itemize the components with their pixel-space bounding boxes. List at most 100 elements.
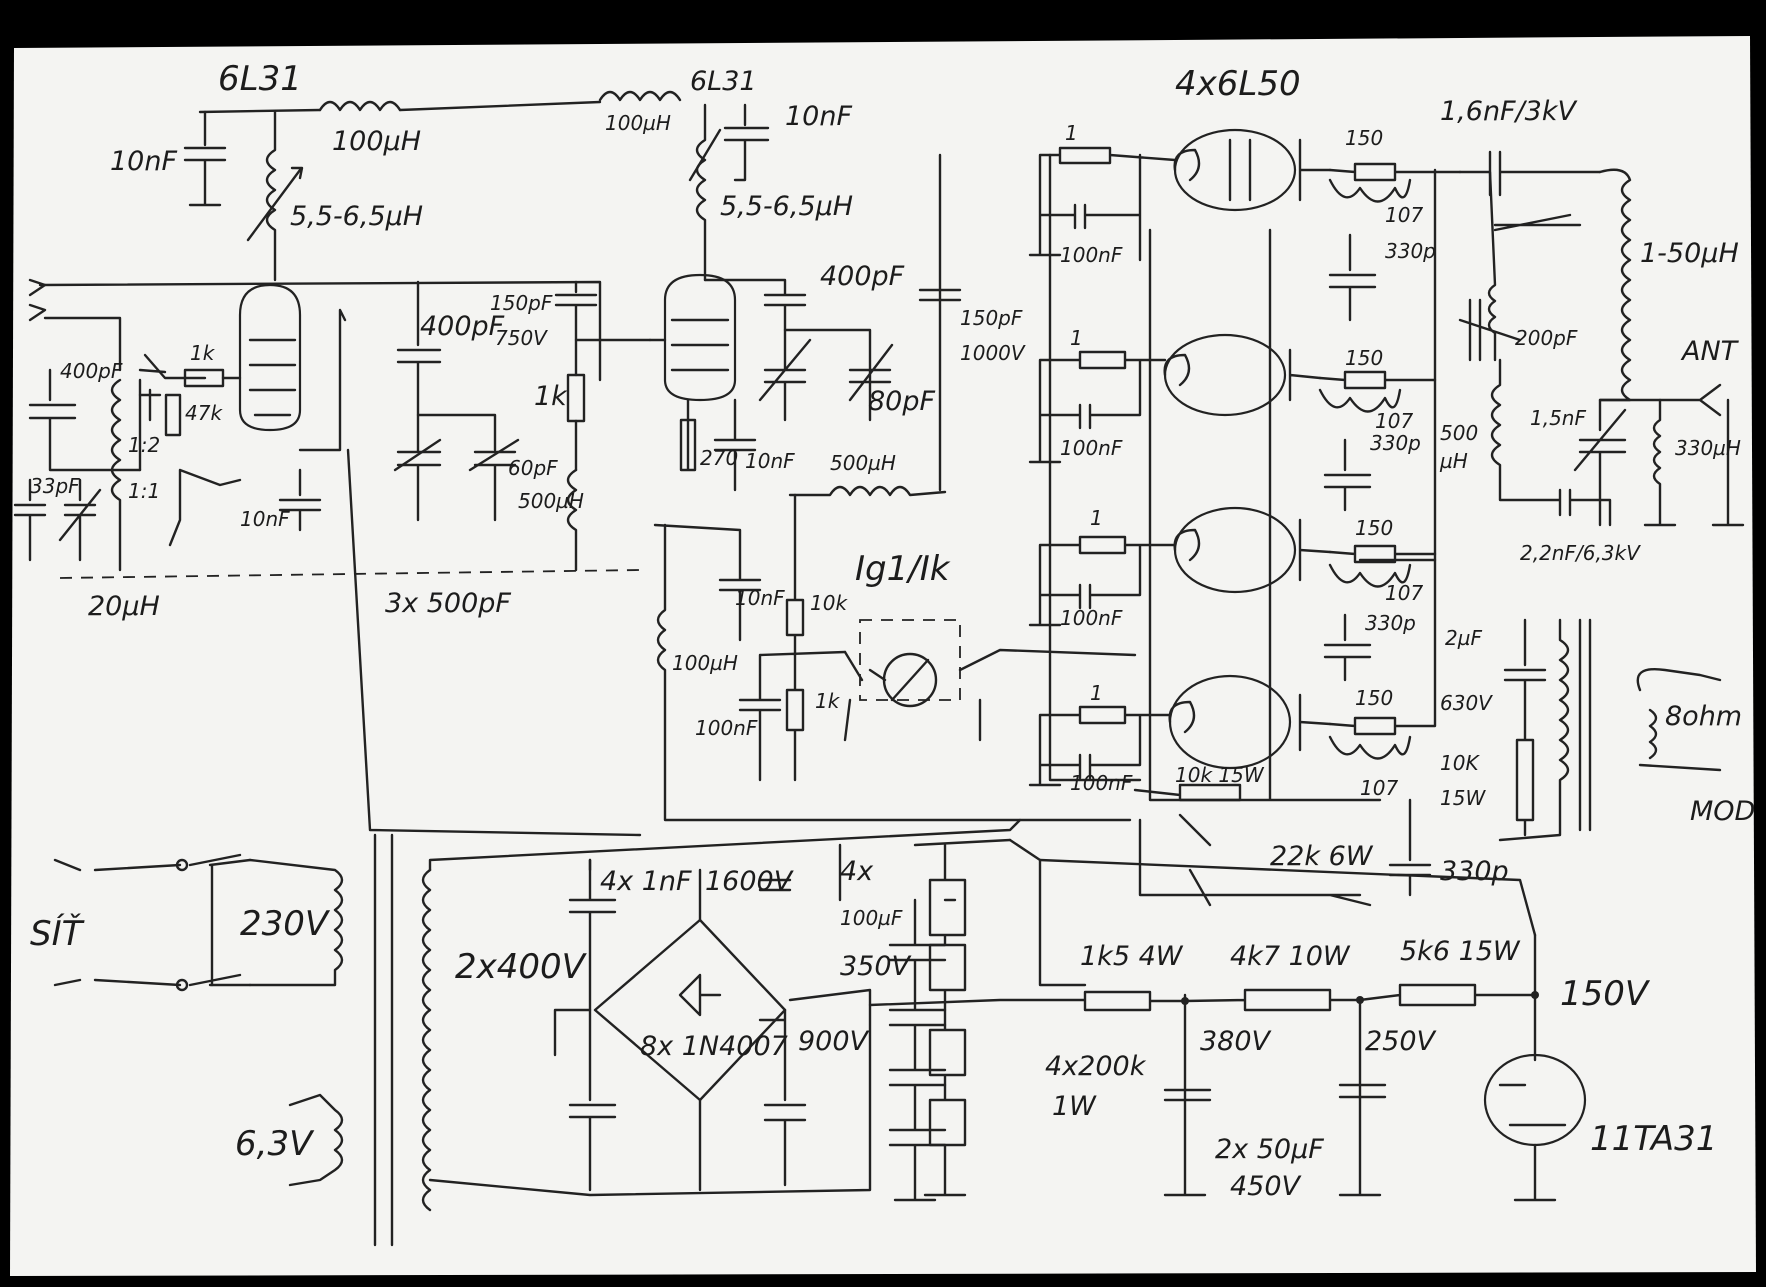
pa-load-cap <box>1573 383 1722 527</box>
pa-r150-d: 150 <box>1355 686 1393 710</box>
res-4x200k-label: 4x200k <box>1045 1051 1147 1082</box>
reg-450v-label: 450V <box>1230 1171 1303 1202</box>
osc-47k-label: 47k <box>185 401 223 425</box>
buf-270-label: 270 <box>700 446 738 470</box>
pa-c330-a: 330p <box>1385 239 1436 263</box>
pa-c100-c: 100nF <box>1060 606 1123 630</box>
buf-80pf-cap <box>848 343 894 402</box>
mod-label: MOD <box>1690 796 1755 827</box>
reg-5k6-label: 5k6 15W <box>1400 936 1521 967</box>
pa-200pf-cap <box>1458 170 1522 362</box>
pa-500-label: 500 <box>1440 421 1478 445</box>
buf-150pf-label: 150pF <box>960 306 1023 330</box>
osc-cap-label: 10nF <box>110 146 177 177</box>
pa-tank-coil <box>1598 168 1632 402</box>
pa-c330-c: 330p <box>1365 611 1416 635</box>
mains-primary-coil <box>248 858 344 987</box>
range-switch <box>143 353 207 380</box>
mains-switch <box>188 853 242 987</box>
osc-400pf-label: 400pF <box>60 359 123 383</box>
pa-r1-b: 1 <box>1070 326 1083 350</box>
pa-c100-b: 100nF <box>1060 436 1123 460</box>
reg-1k5-resistor <box>868 990 1212 1197</box>
pa-c100-a: 100nF <box>1060 243 1123 267</box>
buf-500uh-choke <box>788 485 947 497</box>
pa-330uh-coil <box>1643 398 1745 527</box>
osc-ratio-label: 1:2 <box>128 433 160 457</box>
oscillator-stage <box>13 90 682 837</box>
pa-c100-d: 100nF <box>1070 771 1133 795</box>
pa-r107-a: 107 <box>1385 203 1423 227</box>
pa-r150-b: 150 <box>1345 346 1383 370</box>
pa-330p-d-label: 330p <box>1440 856 1509 887</box>
buffer-stage <box>648 103 1137 822</box>
gang-link-dashed <box>59 569 641 579</box>
pa-tube-3-suppressor <box>1328 544 1437 588</box>
pa-grid-bus <box>1048 153 1142 782</box>
osc-coil11-label: 1:1 <box>128 479 160 503</box>
pa-1n6-cap-label: 1,6nF/3kV <box>1440 96 1578 127</box>
osc-rail-wire <box>346 448 642 837</box>
gang-400pf-label: 400pF <box>420 311 505 342</box>
buf-10nf-cap <box>688 103 770 182</box>
mod-630v-label: 630V <box>1440 691 1493 715</box>
pa-c330-b: 330p <box>1370 431 1421 455</box>
reg-caps-label: 2x 50µF <box>1215 1134 1324 1165</box>
reg-tube-label: 11TA31 <box>1590 1119 1717 1159</box>
res-1w-label: 1W <box>1052 1091 1097 1122</box>
osc-10nf-b-label: 10nF <box>240 507 290 531</box>
caps-4x-label: 4x <box>840 856 874 887</box>
buf-80pf-label: 80pF <box>868 386 935 417</box>
osc-tank-coil <box>110 378 122 572</box>
buf-cathode-network <box>679 398 757 492</box>
ant-label: ANT <box>1680 336 1740 367</box>
heater-6v3-label: 6,3V <box>235 1124 315 1164</box>
buf-1000v-label: 1000V <box>960 341 1026 365</box>
buf-500uh-label: 500µH <box>830 451 896 475</box>
gang-cap-a <box>396 280 442 522</box>
osc-coil-symbol <box>265 110 277 282</box>
gang-caps-label: 3x 500pF <box>385 588 511 619</box>
pa-r150-c: 150 <box>1355 516 1393 540</box>
buf-100uh-label: 100µH <box>672 651 738 675</box>
osc-33pf-cap <box>13 478 47 562</box>
buf-10nf-cap-c <box>653 523 762 642</box>
osc-150pf-cap <box>554 280 652 342</box>
pa-r1-c: 1 <box>1090 506 1103 530</box>
osc-500uh-label: 500µH <box>518 489 584 513</box>
divider-resistor-stack <box>838 843 967 1197</box>
hv-caps-label: 4x 1nF <box>600 866 692 897</box>
pa-mod-network <box>1503 618 1547 837</box>
osc-750v-label: 750V <box>495 326 548 350</box>
pa-r150-a: 150 <box>1345 126 1383 150</box>
hv-900v-label: 900V <box>798 1026 871 1057</box>
mod-15w-label: 15W <box>1440 786 1486 810</box>
osc-tube-symbol <box>238 283 302 432</box>
buf-10nf-c-label: 10nF <box>735 586 785 610</box>
buf-400pf-cap <box>648 278 872 422</box>
buf-cap-label: 10nF <box>785 101 852 132</box>
pa-tank-coil-label: 1-50µH <box>1640 238 1739 269</box>
osc-10nf-cap <box>183 110 227 207</box>
gang-60pf-label: 60pF <box>508 456 558 480</box>
speaker-label: 8ohm <box>1665 701 1742 732</box>
pa-330uh-label: 330µH <box>1675 436 1741 460</box>
buf-choke-label: 100µH <box>605 111 671 135</box>
hv-2x400v-label: 2x400V <box>455 947 588 987</box>
pa-500uh-choke <box>1490 358 1612 527</box>
hv-secondary-coil <box>421 868 432 1212</box>
osc-400pf-cap <box>28 368 142 472</box>
osc-10nf-cap-b <box>278 468 322 532</box>
grid-47k-resistor <box>164 393 182 437</box>
buf-1k-b-label: 1k <box>815 689 841 713</box>
screen-22k-resistor <box>1133 783 1242 907</box>
input-terminal-icon <box>28 278 47 322</box>
pa-tube-1-suppressor <box>1328 162 1462 203</box>
pa-r1-a: 1 <box>1065 121 1078 145</box>
hv-filter-caps <box>758 878 807 1187</box>
pa-tube-4-suppressor <box>1328 558 1437 760</box>
meter-label: Ig1/Ik <box>855 549 951 589</box>
buf-10nf-b-label: 10nF <box>745 449 795 473</box>
bridge-label: 8x 1N4007 <box>640 1031 788 1062</box>
